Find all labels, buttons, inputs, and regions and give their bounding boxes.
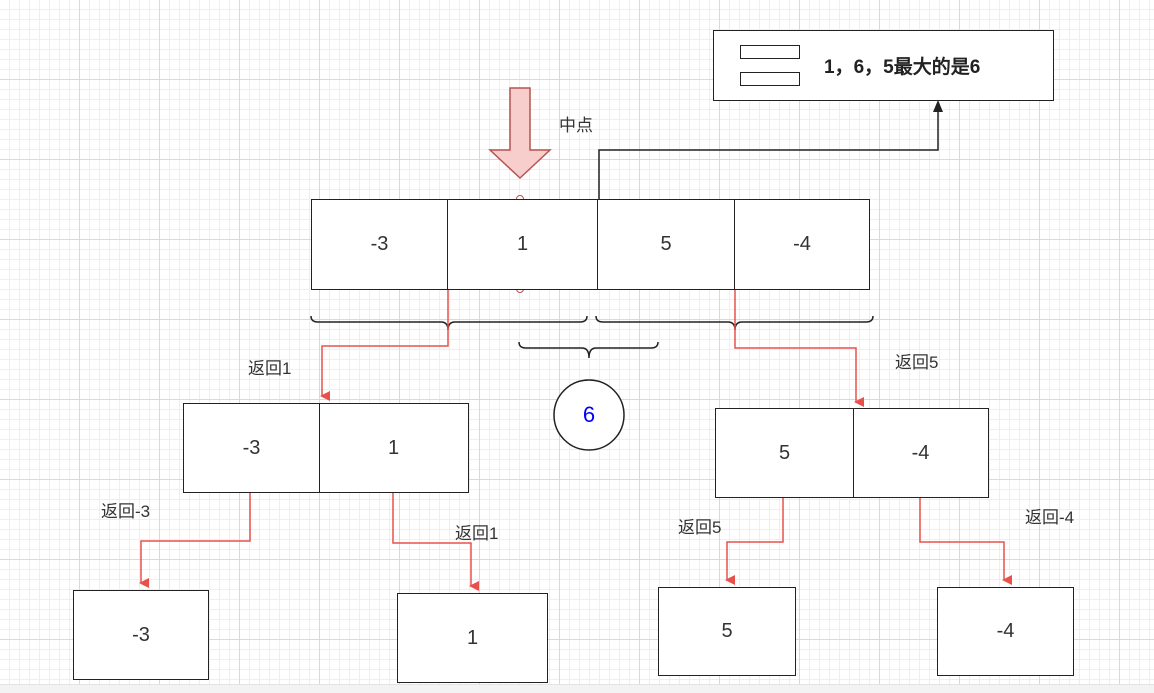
canvas-bottom-scroll-strip[interactable] xyxy=(0,684,1154,693)
right-subarray[interactable]: 5 -4 xyxy=(715,408,989,498)
left-subarray-cell[interactable]: -3 xyxy=(242,436,261,459)
component-tab-icon xyxy=(740,72,800,86)
main-array-cell[interactable]: -4 xyxy=(734,200,869,289)
result-note-box[interactable]: 1，6，5最大的是6 xyxy=(713,30,1054,101)
leaf-box[interactable]: -3 xyxy=(73,590,209,680)
cross-sum-circle xyxy=(553,379,625,451)
cross-brace xyxy=(518,341,659,359)
connector-to-result xyxy=(598,110,939,199)
midpoint-label: 中点 xyxy=(559,116,593,135)
edge-label-leaf-4: 返回-4 xyxy=(1025,508,1075,527)
leaf-box[interactable]: -4 xyxy=(937,587,1074,676)
cross-sum-value: 6 xyxy=(582,402,596,427)
return-arrow-leaf-1 xyxy=(139,492,251,588)
return-arrow-leaf-2 xyxy=(392,492,479,591)
leaf-value: -3 xyxy=(132,623,150,646)
left-half-brace xyxy=(310,315,588,331)
left-subarray-cell[interactable]: 1 xyxy=(319,404,467,492)
result-note-text: 1，6，5最大的是6 xyxy=(824,57,981,78)
edge-label-leaf-2: 返回1 xyxy=(455,524,499,543)
left-subarray[interactable]: -3 1 xyxy=(183,403,469,493)
leaf-value: 1 xyxy=(466,626,479,649)
result-arrow-head-icon xyxy=(933,100,943,112)
return-arrow-left xyxy=(320,289,449,401)
main-array-cell[interactable]: -3 xyxy=(370,233,389,255)
return-arrow-leaf-4 xyxy=(919,497,1012,585)
leaf-value: 5 xyxy=(721,620,733,642)
edge-label-to-left: 返回1 xyxy=(248,359,292,378)
right-subarray-cell[interactable]: 5 xyxy=(778,441,791,464)
edge-label-leaf-1: 返回-3 xyxy=(101,502,151,521)
main-array[interactable]: -3 1 5 -4 xyxy=(311,199,870,290)
edge-label-to-right: 返回5 xyxy=(895,353,939,372)
right-subarray-cell[interactable]: -4 xyxy=(853,409,987,497)
main-array-cell[interactable]: 5 xyxy=(597,200,734,289)
edge-label-leaf-3: 返回5 xyxy=(678,518,722,537)
leaf-value: -4 xyxy=(996,620,1015,642)
main-array-cell[interactable]: 1 xyxy=(447,200,597,289)
component-tab-icon xyxy=(740,45,800,59)
leaf-box[interactable]: 1 xyxy=(397,593,548,683)
return-arrow-right xyxy=(734,289,864,407)
midpoint-arrow-icon xyxy=(488,87,552,180)
leaf-box[interactable]: 5 xyxy=(658,587,796,676)
return-arrow-leaf-3 xyxy=(725,497,784,585)
